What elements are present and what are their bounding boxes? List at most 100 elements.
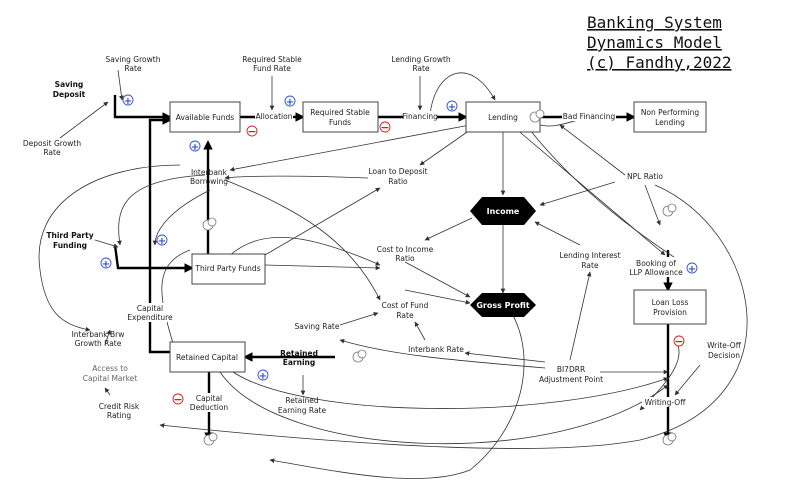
deposit-growth-rate-label-1: Deposit Growth	[23, 139, 81, 148]
title-line-2: Dynamics Model	[587, 33, 722, 52]
cloud-icon	[352, 349, 367, 363]
link-deduction-to-writeoff	[219, 371, 669, 445]
title-line-1: Banking System	[587, 13, 722, 32]
npl-label-2: Lending	[655, 118, 685, 127]
interbank-borrowing-label-2: Borrowing	[190, 177, 228, 186]
bi7drr-label-1: BI7DRR	[557, 365, 585, 374]
link-bi-lending-rate	[569, 271, 592, 361]
gross-profit-label: Gross Profit	[476, 301, 530, 310]
capital-deduction-label-1: Capital	[196, 394, 222, 403]
bad-financing-label: Bad Financing	[563, 112, 616, 121]
cost-of-fund-rate-label-1: Cost of Fund	[382, 301, 429, 310]
link-interbank-cof	[224, 179, 381, 301]
write-off-decision-label-2: Decision	[708, 351, 740, 360]
link-cof-gross-profit	[404, 289, 471, 305]
third-party-funding-label-1: Third Party	[46, 231, 93, 240]
svg-text:−: −	[674, 335, 683, 348]
negative-polarity-icon: −	[379, 121, 391, 134]
required-stable-funds-label-2: Funds	[329, 118, 351, 127]
saving-deposit-label-2: Deposit	[53, 90, 86, 99]
retained-earning-label-1: Retained	[280, 349, 318, 358]
cloud-icon	[662, 432, 677, 446]
stock-available-funds[interactable]: Available Funds	[169, 101, 241, 133]
svg-text:+: +	[286, 97, 294, 108]
access-to-capital-market-label-1: Access to	[92, 364, 128, 373]
link-lending-interbank	[229, 124, 471, 172]
booking-llp-label-1: Booking of	[636, 259, 676, 268]
link-interbank-rate-cof	[414, 321, 426, 341]
credit-risk-rating-label-2: Rating	[107, 411, 131, 420]
link-lending-llp	[514, 127, 666, 256]
link-bi-saving-rate	[339, 338, 546, 369]
link-interest-income	[534, 221, 581, 246]
stock-non-performing-lending[interactable]: Non Performing Lending	[633, 101, 707, 133]
lending-label: Lending	[488, 113, 518, 122]
writing-off-label: Writing-Off	[645, 398, 687, 407]
link-ldr-interbank	[224, 175, 369, 180]
stock-lending[interactable]: Lending	[465, 101, 541, 133]
saving-deposit-flow	[113, 95, 172, 122]
available-funds-label: Available Funds	[176, 113, 235, 122]
stock-required-stable-funds[interactable]: Required Stable Funds	[302, 101, 379, 133]
hexagon-gross-profit[interactable]: Gross Profit	[470, 293, 536, 317]
link-interbank-growth	[38, 164, 181, 332]
llp-label-2: Provision	[653, 308, 687, 317]
stock-third-party-funds[interactable]: Third Party Funds	[191, 253, 266, 285]
capital-expenditure-label-1: Capital	[137, 304, 163, 313]
hexagon-income[interactable]: Income	[470, 197, 536, 225]
flow-labels: Allocation Financing Bad Financing Inter…	[127, 111, 690, 412]
positive-polarity-icon: +	[156, 234, 168, 247]
negative-polarity-icon: −	[172, 393, 184, 406]
interbank-borrowing-label-1: Interbank	[191, 168, 228, 177]
loan-to-deposit-ratio-label-1: Loan to Deposit	[369, 167, 428, 176]
svg-text:+: +	[124, 96, 132, 107]
interbank-brw-growth-rate-label-2: Growth Rate	[75, 339, 122, 348]
svg-text:−: −	[380, 121, 389, 134]
positive-polarity-icon: +	[100, 257, 112, 270]
link-npl-llp	[644, 184, 661, 226]
stock-retained-capital[interactable]: Retained Capital	[169, 341, 246, 373]
positive-polarity-icon: +	[257, 369, 269, 382]
deposit-growth-rate-label-2: Rate	[43, 148, 61, 157]
svg-text:−: −	[173, 393, 182, 406]
cost-of-fund-rate-label-2: Rate	[396, 311, 414, 320]
lending-interest-rate-label-1: Lending Interest	[559, 251, 620, 260]
third-party-funds-label: Third Party Funds	[194, 264, 260, 273]
capital-expenditure-label-2: Expenditure	[127, 313, 173, 322]
retained-earning-rate-label-2: Earning Rate	[278, 406, 327, 415]
link-cir-gross-profit	[404, 261, 471, 298]
positive-polarity-icon: +	[122, 94, 134, 107]
link-income-cir	[424, 217, 473, 241]
positive-polarity-icon: +	[686, 262, 698, 275]
required-stable-fund-rate-label-1: Required Stable	[242, 55, 302, 64]
negative-polarity-icon: −	[673, 335, 685, 348]
link-bi-interbank-rate	[464, 351, 546, 363]
saving-deposit-label-1: Saving	[55, 80, 84, 89]
required-stable-fund-rate-label-2: Fund Rate	[253, 64, 291, 73]
positive-polarity-icon: +	[284, 95, 296, 108]
link-deposit-growth	[59, 101, 109, 139]
link-retained-to-writeoff	[229, 369, 669, 409]
svg-text:+: +	[191, 142, 199, 153]
clouds	[202, 109, 677, 446]
negative-polarity-icon: −	[246, 125, 258, 138]
cost-to-income-ratio-label-1: Cost to Income	[377, 245, 434, 254]
link-lending-feedback	[429, 72, 496, 116]
link-gross-profit-loop	[269, 309, 525, 479]
link-interbank-tpf	[117, 174, 206, 246]
interbank-brw-growth-rate-label-1: Interbank Brw	[72, 330, 125, 339]
loan-to-deposit-ratio-label-2: Ratio	[388, 177, 408, 186]
polarity-markers: + + − − + + + + + − + −	[100, 94, 698, 406]
svg-text:+: +	[158, 236, 166, 247]
model-title: Banking System Dynamics Model (c) Fandhy…	[587, 13, 732, 72]
svg-text:+: +	[102, 259, 110, 270]
link-npl-bad-financing	[559, 124, 626, 176]
third-party-funding-flow	[113, 244, 194, 273]
cloud-icon	[529, 109, 545, 123]
capital-expenditure-flow	[148, 115, 172, 354]
lending-growth-rate-label-2: Rate	[412, 64, 430, 73]
svg-text:+: +	[259, 371, 267, 382]
stock-loan-loss-provision[interactable]: Loan Loss Provision	[633, 289, 707, 325]
write-off-decision-label-1: Write-Off	[707, 341, 742, 350]
